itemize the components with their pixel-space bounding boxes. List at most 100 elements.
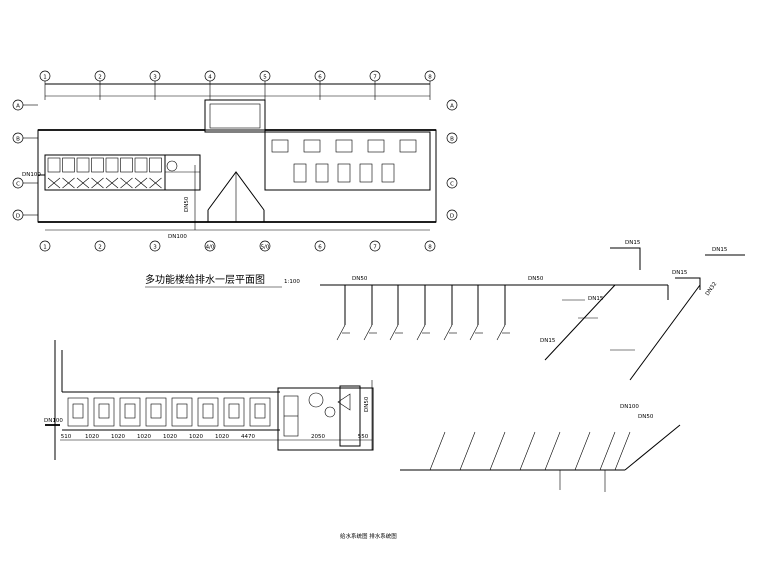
stall-plan-2 [62,157,75,173]
bottom-axis-1-label: 1 [43,245,47,251]
left-axis-C-label: C [16,182,20,188]
supply-riser-branch [496,324,506,341]
plan-pipe-label-left: DN100 [22,172,41,178]
table-top-1 [271,139,289,153]
elev-dim-10: 550 [358,434,369,440]
right-axis-B-circle [446,132,458,144]
elev-dim-3: 1020 [111,434,125,440]
drain-isometric: DN100 DN50 [400,404,681,492]
right-axis-C-circle [446,177,458,189]
elev-dim-7: 1020 [215,434,229,440]
table-bottom-1 [293,163,307,183]
drain-branch-6 [574,431,591,471]
plan-scale: 1:100 [284,279,300,285]
elev-dim-6: 1020 [189,434,203,440]
supply-riser-branch [416,324,426,341]
top-axis-1-label: 1 [43,75,47,81]
supply-main-label-1: DN50 [352,276,368,282]
dining-tables [271,139,417,183]
stall-cross [105,177,119,189]
elev-dim-1: 510 [61,434,72,440]
drain-branch-4 [519,431,536,471]
drain-label-2: DN50 [638,414,654,420]
elev-stall-3 [119,397,141,427]
top-axis-7-label: 7 [373,75,377,81]
bottom-axis-5-circle [259,240,271,252]
stall-plan-3 [76,157,90,173]
left-axis-A-label: A [16,104,20,110]
left-axis-B-label: B [16,137,20,143]
drain-label-1: DN100 [620,404,639,410]
elevation-side-dim: DN50 [364,396,370,412]
bottom-axis-4-label: 4/0 [206,245,215,251]
elev-dim-8: 4470 [241,434,255,440]
branch-label-4: DN15 [588,296,604,302]
bottom-axis-6-label: 6 [318,245,322,251]
elev-fixture-2 [98,403,110,419]
elev-stall-2 [93,397,115,427]
bottom-axis-2-label: 2 [98,245,102,251]
elev-stall-7 [223,397,245,427]
right-axis-D-label: D [450,214,454,220]
elev-dim-9: 2050 [311,434,325,440]
supply-riser-branch [389,324,399,341]
table-top-3 [335,139,353,153]
left-axis-D-label: D [16,214,20,220]
table-top-4 [367,139,385,153]
drain-branch-2 [459,431,476,471]
elev-stall-4 [145,397,167,427]
elev-fixture-8 [254,403,266,419]
drain-branch-1 [429,431,446,471]
bottom-axis-6-circle [314,240,326,252]
elev-fixture-7 [228,403,240,419]
elev-stall-6 [197,397,219,427]
table-bottom-5 [381,163,395,183]
elev-dim-2: 1020 [85,434,99,440]
bottom-axis-7-label: 7 [373,245,377,251]
supply-main-label-3: DN32 [705,281,719,297]
top-axis-5-label: 5 [263,75,267,81]
bottom-axis-3-label: 3 [153,245,157,251]
table-bottom-4 [359,163,373,183]
drain-branches [429,431,631,471]
stall-plan-1 [47,157,61,173]
elev-dim-5: 1020 [163,434,177,440]
right-axis-A-circle [446,99,458,111]
branch-label-1: DN15 [625,240,641,246]
stall-plan-5 [105,157,119,173]
left-axis-bubbles: A B C D [12,99,38,221]
top-axis-4-label: 4 [208,75,212,81]
bottom-axis-5-label: 5/0 [261,245,270,251]
stall-cross [62,177,75,189]
right-axis-A-label: A [450,104,454,110]
branch-label-2: DN15 [712,247,728,253]
elev-fixture-4 [150,403,162,419]
table-top-5 [399,139,417,153]
supply-riser-branch [363,324,373,341]
drain-branch-3 [489,431,506,471]
table-bottom-2 [315,163,329,183]
right-axis-C-label: C [450,182,454,188]
stall-plan-6 [120,157,133,173]
plan-title: 多功能楼给排水一层平面图 [145,273,265,286]
floor-plan: 1 2 3 4 5 6 7 8 DN100 DN50 DN100 [12,70,458,288]
supply-riser-branch [443,324,453,341]
stall-cross [149,177,162,189]
elevation-pipe-label: DN100 [44,418,63,424]
stall-cross [91,177,104,189]
top-axis-8-label: 8 [428,75,432,81]
supply-main-label-2: DN50 [528,276,544,282]
bottom-axis-8-circle [424,240,436,252]
plan-pipe-label-mid2: DN100 [168,234,187,240]
elev-stall-1 [67,397,89,427]
top-axis-2-label: 2 [98,75,102,81]
supply-isometric: DN50 DN50 DN32 DN15 DN15 DN15 DN15 DN15 [320,240,745,381]
toilet-stalls-plan [47,157,162,189]
top-axis-3-label: 3 [153,75,157,81]
bottom-axis-4-circle [204,240,216,252]
footer-note: 给水系统图 排水系统图 [340,532,397,540]
supply-risers [336,285,510,341]
